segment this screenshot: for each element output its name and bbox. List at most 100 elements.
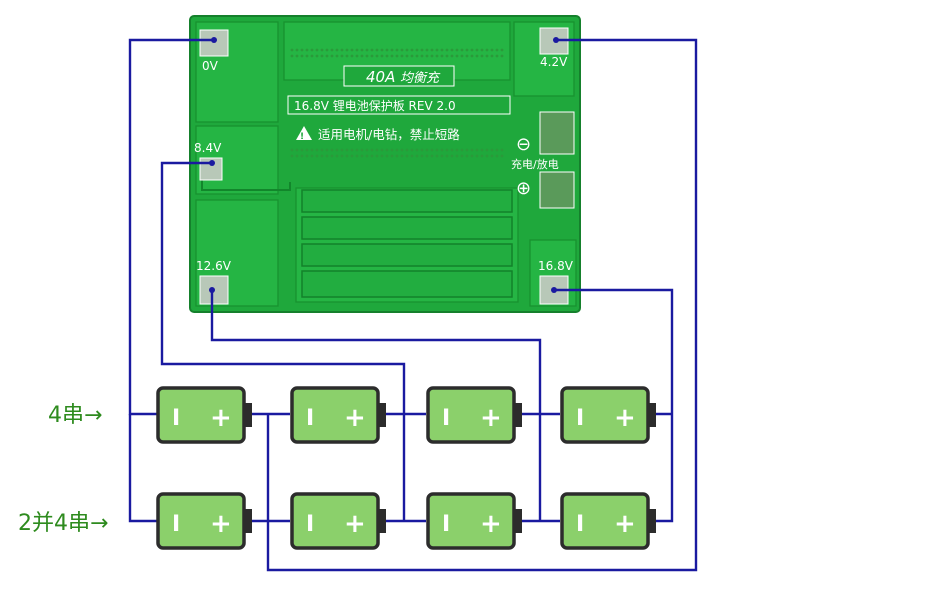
header-hole [465, 154, 469, 158]
warning-text: 适用电机/电钻，禁止短路 [318, 127, 460, 142]
battery-cell-terminal [244, 509, 252, 533]
battery-plus-symbol: + [210, 509, 232, 539]
header-hole [335, 148, 339, 152]
header-hole [370, 48, 374, 52]
balance-charge-label: 均衡充 [400, 71, 441, 86]
header-hole [365, 148, 369, 152]
header-hole [325, 154, 329, 158]
header-hole [430, 148, 434, 152]
header-hole [365, 48, 369, 52]
header-hole [390, 154, 394, 158]
header-hole [325, 148, 329, 152]
header-hole [390, 148, 394, 152]
parallel-2-series-4-label: 2并4串→ [18, 511, 108, 536]
header-hole [305, 54, 309, 58]
header-hole [400, 48, 404, 52]
header-hole [495, 54, 499, 58]
header-hole [435, 148, 439, 152]
header-hole [305, 48, 309, 52]
header-hole [455, 54, 459, 58]
header-hole [475, 148, 479, 152]
mosfet-row [301, 216, 513, 240]
header-hole [495, 148, 499, 152]
header-hole [290, 48, 294, 52]
header-hole [395, 154, 399, 158]
header-hole [395, 148, 399, 152]
header-hole [440, 154, 444, 158]
header-hole [425, 54, 429, 58]
header-hole [340, 154, 344, 158]
mosfet-row [301, 189, 513, 213]
header-hole [420, 48, 424, 52]
header-hole [455, 48, 459, 52]
junction-dot [553, 37, 559, 43]
wiring [128, 37, 698, 572]
header-hole [465, 48, 469, 52]
header-hole [340, 54, 344, 58]
header-hole [435, 154, 439, 158]
header-hole [435, 54, 439, 58]
battery-cell-terminal [244, 403, 252, 427]
pad-0v-label: 0V [202, 59, 219, 73]
wire-0v [128, 38, 214, 416]
charge-discharge-label: 充电/放电 [511, 157, 559, 171]
battery-minus-symbol: I [306, 406, 314, 431]
wire-8v4 [160, 161, 406, 521]
header-hole [320, 54, 324, 58]
battery-cell-icon: I+ [290, 492, 386, 550]
header-hole [445, 54, 449, 58]
header-hole [415, 48, 419, 52]
minus-icon: ⊖ [516, 134, 531, 155]
header-hole [300, 148, 304, 152]
battery-plus-symbol: + [614, 509, 636, 539]
header-hole [380, 154, 384, 158]
header-hole [430, 48, 434, 52]
header-hole [470, 48, 474, 52]
header-hole [330, 148, 334, 152]
header-hole [340, 48, 344, 52]
header-hole [310, 148, 314, 152]
header-hole [465, 54, 469, 58]
header-hole [365, 154, 369, 158]
junction-dot [211, 37, 217, 43]
header-hole [410, 148, 414, 152]
header-hole [380, 48, 384, 52]
header-hole [490, 54, 494, 58]
header-hole [390, 48, 394, 52]
battery-plus-symbol: + [344, 403, 366, 433]
header-hole [330, 48, 334, 52]
battery-minus-symbol: I [442, 512, 450, 537]
header-hole [410, 54, 414, 58]
header-hole [495, 48, 499, 52]
header-hole [480, 154, 484, 158]
model-label-frame [287, 95, 511, 115]
wire-0v-lower [128, 414, 158, 523]
header-hole [420, 54, 424, 58]
header-hole [290, 154, 294, 158]
header-hole [430, 154, 434, 158]
header-hole [315, 48, 319, 52]
warning-icon [296, 126, 312, 140]
header-hole [385, 48, 389, 52]
model-label: 16.8V 锂电池保护板 REV 2.0 [294, 98, 456, 113]
header-hole [415, 154, 419, 158]
pad-16v8-label: 16.8V [538, 259, 574, 273]
header-hole [385, 154, 389, 158]
header-hole [415, 54, 419, 58]
header-hole [475, 54, 479, 58]
header-hole [295, 148, 299, 152]
header-hole [500, 48, 504, 52]
battery-minus-symbol: I [442, 406, 450, 431]
header-hole [355, 148, 359, 152]
header-hole [485, 148, 489, 152]
header-hole [290, 54, 294, 58]
header-hole [485, 154, 489, 158]
battery-minus-symbol: I [172, 512, 180, 537]
header-hole [360, 54, 364, 58]
header-hole [385, 148, 389, 152]
header-hole [300, 154, 304, 158]
header-hole [455, 148, 459, 152]
model-badge-frame [343, 65, 455, 87]
battery-cell-icon: I+ [426, 386, 522, 444]
